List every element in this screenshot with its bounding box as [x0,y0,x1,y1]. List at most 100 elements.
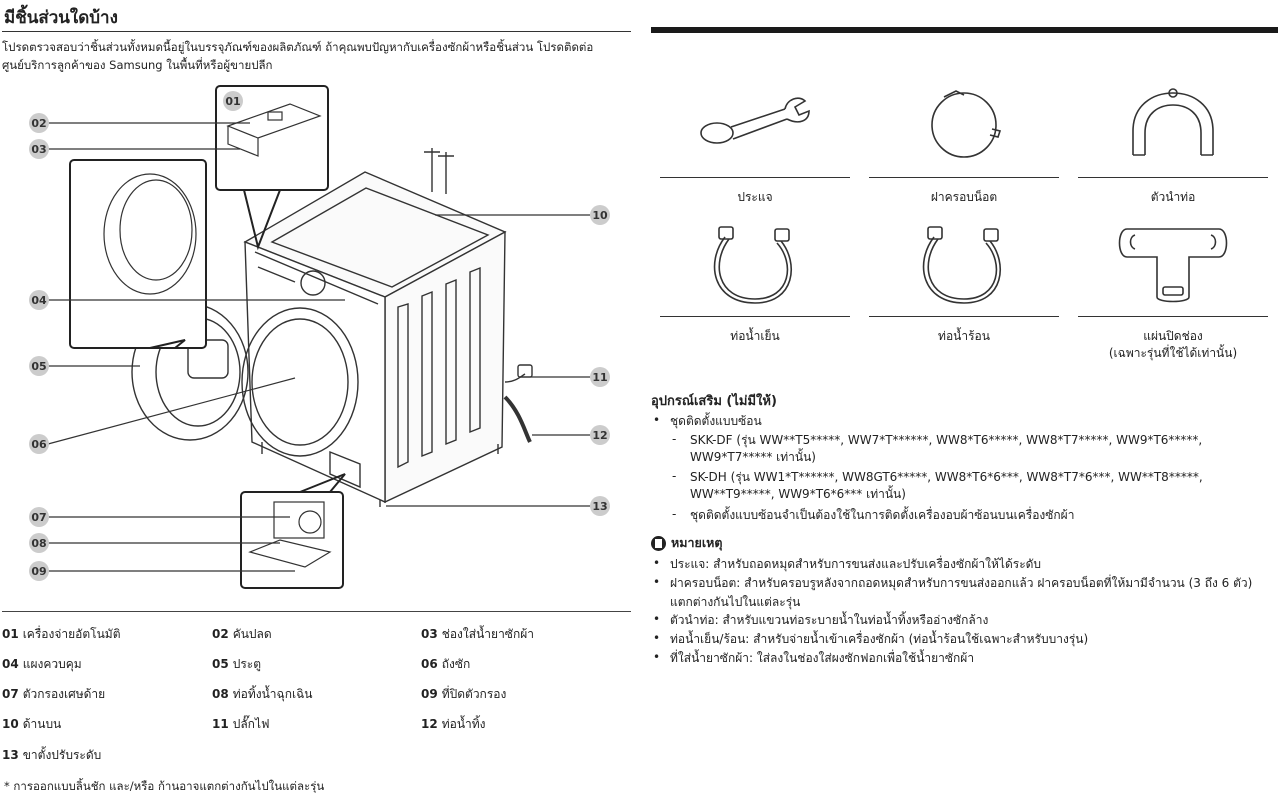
cold-hose-icon [713,226,793,304]
dash-marker: - [672,469,677,483]
hose-guide-icon [1132,88,1214,156]
bullet-dot: • [653,631,661,645]
svg-text:13: 13 [592,500,607,513]
svg-text:12: 12 [592,429,607,442]
note-item: ฝาครอบน็อต: สำหรับครอบรูหลังจากถอดหมุดสำ… [670,576,1253,590]
svg-text:10: 10 [592,209,608,222]
accessory-divider [660,316,850,317]
note-item: ที่ใส่น้ำยาซักผ้า: ใส่ลงในช่องใส่ผงซักฟอ… [670,651,975,665]
accessory-label-line2: (เฉพาะรุ่นที่ใช้ได้เท่านั้น) [1108,346,1238,360]
callout-09: 09 [29,561,49,581]
callouts: 01 02 03 04 05 06 07 08 09 10 11 12 13 [29,91,610,581]
accessory-wrench [660,85,850,160]
optional-sub2-line1: SK-DH (รุ่น WW1*T******, WW8GT6*****, WW… [690,470,1203,484]
accessory-label: ประแจ [737,190,773,204]
callout-07: 07 [29,507,49,527]
callout-10: 10 [590,205,610,225]
bullet-dot: • [653,556,661,570]
svg-text:03: 03 [31,143,46,156]
hot-hose-icon [922,226,1002,304]
accessory-cold-hose [660,223,850,308]
accessory-label: ท่อน้ำเย็น [730,329,780,343]
washer-diagram: 01 02 03 04 05 06 07 08 09 10 11 12 13 [29,85,610,589]
parts-divider [2,611,631,612]
accessory-label-line1: แผ่นปิดช่อง [1143,329,1203,343]
bullet-dot: • [653,413,661,427]
optional-sub1-line2: WW9*T7***** เท่านั้น) [690,450,816,464]
note-heading: หมายเหตุ [651,533,722,553]
accessory-divider [869,177,1059,178]
dash-marker: - [672,432,677,446]
bullet-dot: • [653,650,661,664]
note-item: ตัวนำท่อ: สำหรับแขวนท่อระบายน้ำในท่อน้ำท… [670,613,989,627]
accessory-label: ท่อน้ำร้อน [938,329,990,343]
wrench-icon [700,97,810,144]
callout-12: 12 [590,425,610,445]
accessory-divider [1078,177,1268,178]
accessory-divider [660,177,850,178]
optional-title: อุปกรณ์เสริม (ไม่มีให้) [651,394,777,409]
title-divider [2,31,631,32]
svg-text:01: 01 [225,95,240,108]
dash-marker: - [672,507,677,521]
svg-text:11: 11 [592,371,607,384]
callout-05: 05 [29,356,49,376]
design-footnote: * การออกแบบลิ้นชัก และ/หรือ ก้านอาจแตกต่… [4,779,325,793]
callout-01: 01 [223,91,243,111]
note-item-continued: แตกต่างกันไปในแต่ละรุ่น [670,595,801,609]
accessory-hose-guide [1078,85,1268,160]
optional-sub3: ชุดติดตั้งแบบซ้อนจำเป็นต้องใช้ในการติดตั… [690,508,1075,522]
accessory-divider [869,316,1059,317]
accessory-label: ตัวนำท่อ [1150,190,1196,204]
callout-11: 11 [590,367,610,387]
hole-cap-icon [1118,228,1228,303]
accessory-hole-cap [1078,223,1268,308]
svg-text:02: 02 [31,117,46,130]
svg-text:06: 06 [31,438,47,451]
note-item: ประแจ: สำหรับถอดหมุดสำหรับการขนส่งและปรั… [670,557,1042,571]
svg-text:08: 08 [31,537,46,550]
accessory-label: แผ่นปิดช่อง (เฉพาะรุ่นที่ใช้ได้เท่านั้น) [1078,328,1268,362]
accessory-label: ฝาครอบน็อต [930,190,998,204]
intro-line-2: ศูนย์บริการลูกค้าของ Samsung ในพื้นที่หร… [2,58,273,72]
optional-sub1-line1: SKK-DF (รุ่น WW**T5*****, WW7*T******, W… [690,433,1203,447]
svg-text:04: 04 [31,294,47,307]
note-item: ท่อน้ำเย็น/ร้อน: สำหรับจ่ายน้ำเข้าเครื่อ… [670,632,1089,646]
note-title: หมายเหตุ [671,535,723,550]
note-icon [651,535,666,551]
svg-text:07: 07 [31,511,46,524]
callout-13: 13 [590,496,610,516]
intro-text: โปรดตรวจสอบว่าชิ้นส่วนทั้งหมดนี้อยู่ในบร… [2,38,630,74]
right-column-bar [651,27,1278,33]
bolt-cap-icon [931,90,1002,158]
accessory-bolt-cap [869,85,1059,160]
accessory-divider [1078,316,1268,317]
callout-06: 06 [29,434,49,454]
bullet-dot: • [653,612,661,626]
callout-03: 03 [29,139,49,159]
callout-04: 04 [29,290,49,310]
callout-02: 02 [29,113,49,133]
optional-sub2-line2: WW**T9*****, WW9*T6*6*** เท่านั้น) [690,487,906,501]
bullet-dot: • [653,575,661,589]
callout-08: 08 [29,533,49,553]
accessory-hot-hose [869,223,1059,308]
svg-text:09: 09 [31,565,46,578]
optional-bullet: ชุดติดตั้งแบบซ้อน [670,414,762,428]
page-title: มีชิ้นส่วนใดบ้าง [4,8,118,28]
svg-text:05: 05 [31,360,46,373]
intro-line-1: โปรดตรวจสอบว่าชิ้นส่วนทั้งหมดนี้อยู่ในบร… [2,40,594,54]
